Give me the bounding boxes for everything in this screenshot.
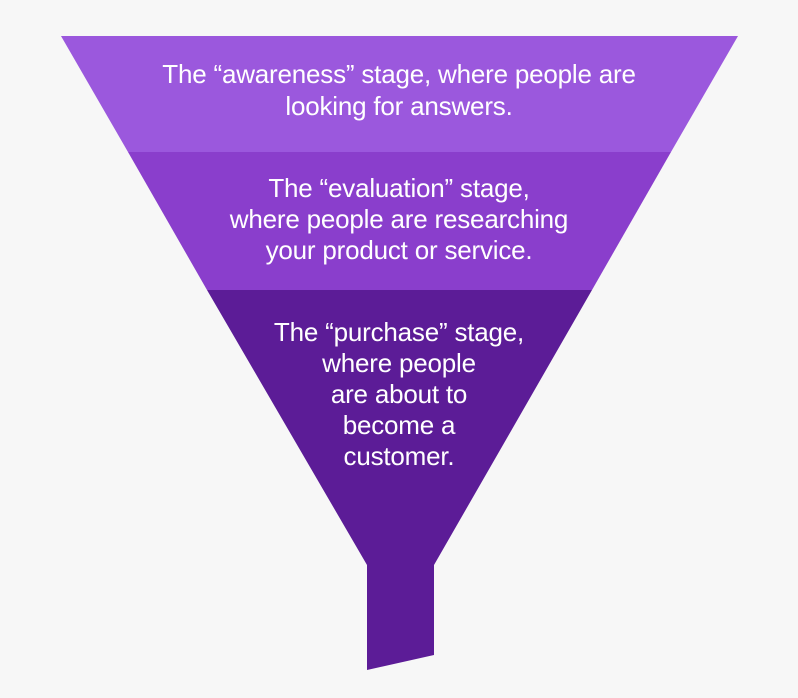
funnel-stage-purchase-shape [207,290,592,670]
funnel-stage-evaluation-shape [128,152,671,290]
funnel-stage-awareness-shape [61,36,738,152]
